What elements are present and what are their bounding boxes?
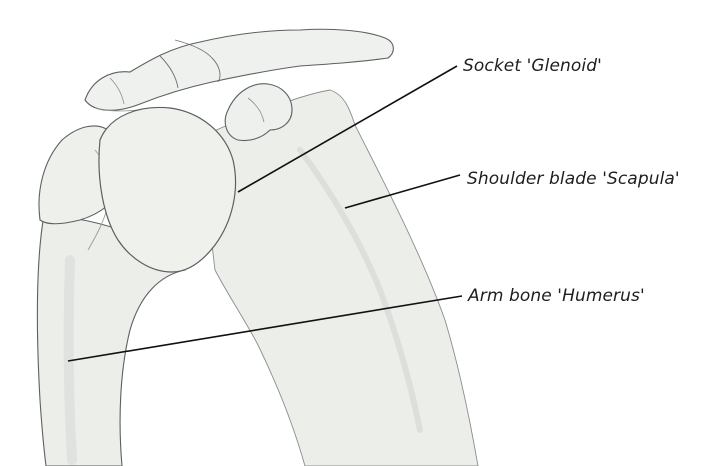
label-arm-bone-humerus: Arm bone 'Humerus' [468, 286, 645, 306]
scapula-bone [205, 90, 478, 466]
label-shoulder-blade-scapula: Shoulder blade 'Scapula' [467, 169, 680, 189]
label-socket-glenoid: Socket 'Glenoid' [463, 56, 602, 76]
